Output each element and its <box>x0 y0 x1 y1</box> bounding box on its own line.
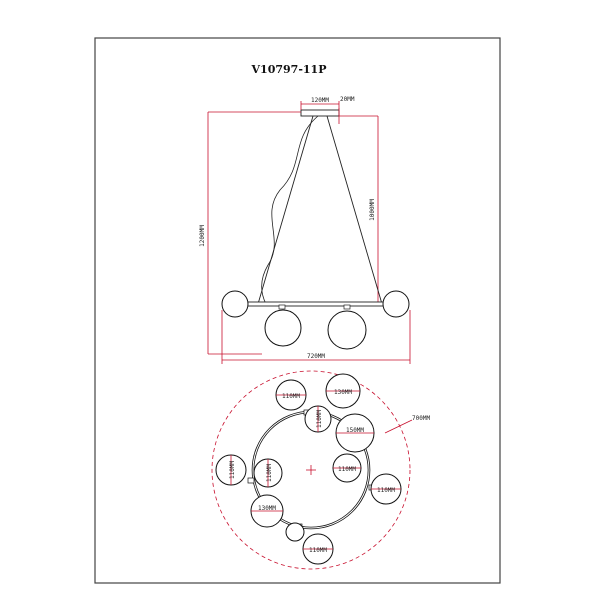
globe-1: 110MM <box>275 379 307 411</box>
globe-1-label: 110MM <box>282 393 300 400</box>
connector <box>247 477 255 484</box>
top-view: 700MM 110MM 130MM 110MM <box>211 370 430 570</box>
sheet-frame <box>94 37 501 584</box>
globe-6-label: 110MM <box>266 464 273 482</box>
side-view: 120MM 20MM 1200MM 1000MM 720MM <box>199 96 411 364</box>
power-cord <box>261 115 319 305</box>
globe-9-label: 130MM <box>258 505 276 512</box>
globe-9: 130MM <box>250 494 284 528</box>
globe-4-label: 150MM <box>346 427 364 434</box>
canopy <box>300 109 340 117</box>
globe-10-label: 110MM <box>309 547 327 554</box>
globe-7-label: 110MM <box>338 466 356 473</box>
canopy-height-label: 20MM <box>340 96 355 103</box>
side-globe-center-left <box>264 309 302 347</box>
canopy-width-label: 120MM <box>311 97 329 104</box>
horizontal-bar <box>246 301 388 307</box>
total-width-label: 720MM <box>307 353 325 360</box>
globe-4: 150MM <box>335 413 375 453</box>
outer-diameter-label: 700MM <box>412 415 430 422</box>
drop-height-label: 1000MM <box>369 199 376 221</box>
outer-diameter-leader <box>384 419 413 434</box>
outer-diameter-circle <box>211 370 411 570</box>
globe-holder <box>278 304 286 310</box>
globe-2: 130MM <box>325 373 361 409</box>
globe-5-label: 110MM <box>229 461 236 479</box>
left-wire <box>257 115 314 305</box>
globe-8-label: 110MM <box>377 487 395 494</box>
side-globe-left <box>221 290 249 318</box>
side-globe-center-right <box>327 310 367 350</box>
globe-7: 110MM <box>332 453 362 483</box>
side-globe-right <box>382 290 410 318</box>
globe-holder <box>343 304 351 310</box>
globe-2-label: 130MM <box>334 389 352 396</box>
total-height-label: 1200MM <box>199 225 206 247</box>
globe-8: 110MM <box>370 473 402 505</box>
globe-10: 110MM <box>285 522 334 565</box>
globe-6: 110MM <box>253 458 283 488</box>
globe-5: 110MM <box>215 454 247 486</box>
globe-3: 110MM <box>304 405 332 433</box>
right-wire <box>326 115 383 305</box>
globe-3-label: 110MM <box>316 410 323 428</box>
drawing-title: V10797-11P <box>251 63 327 76</box>
